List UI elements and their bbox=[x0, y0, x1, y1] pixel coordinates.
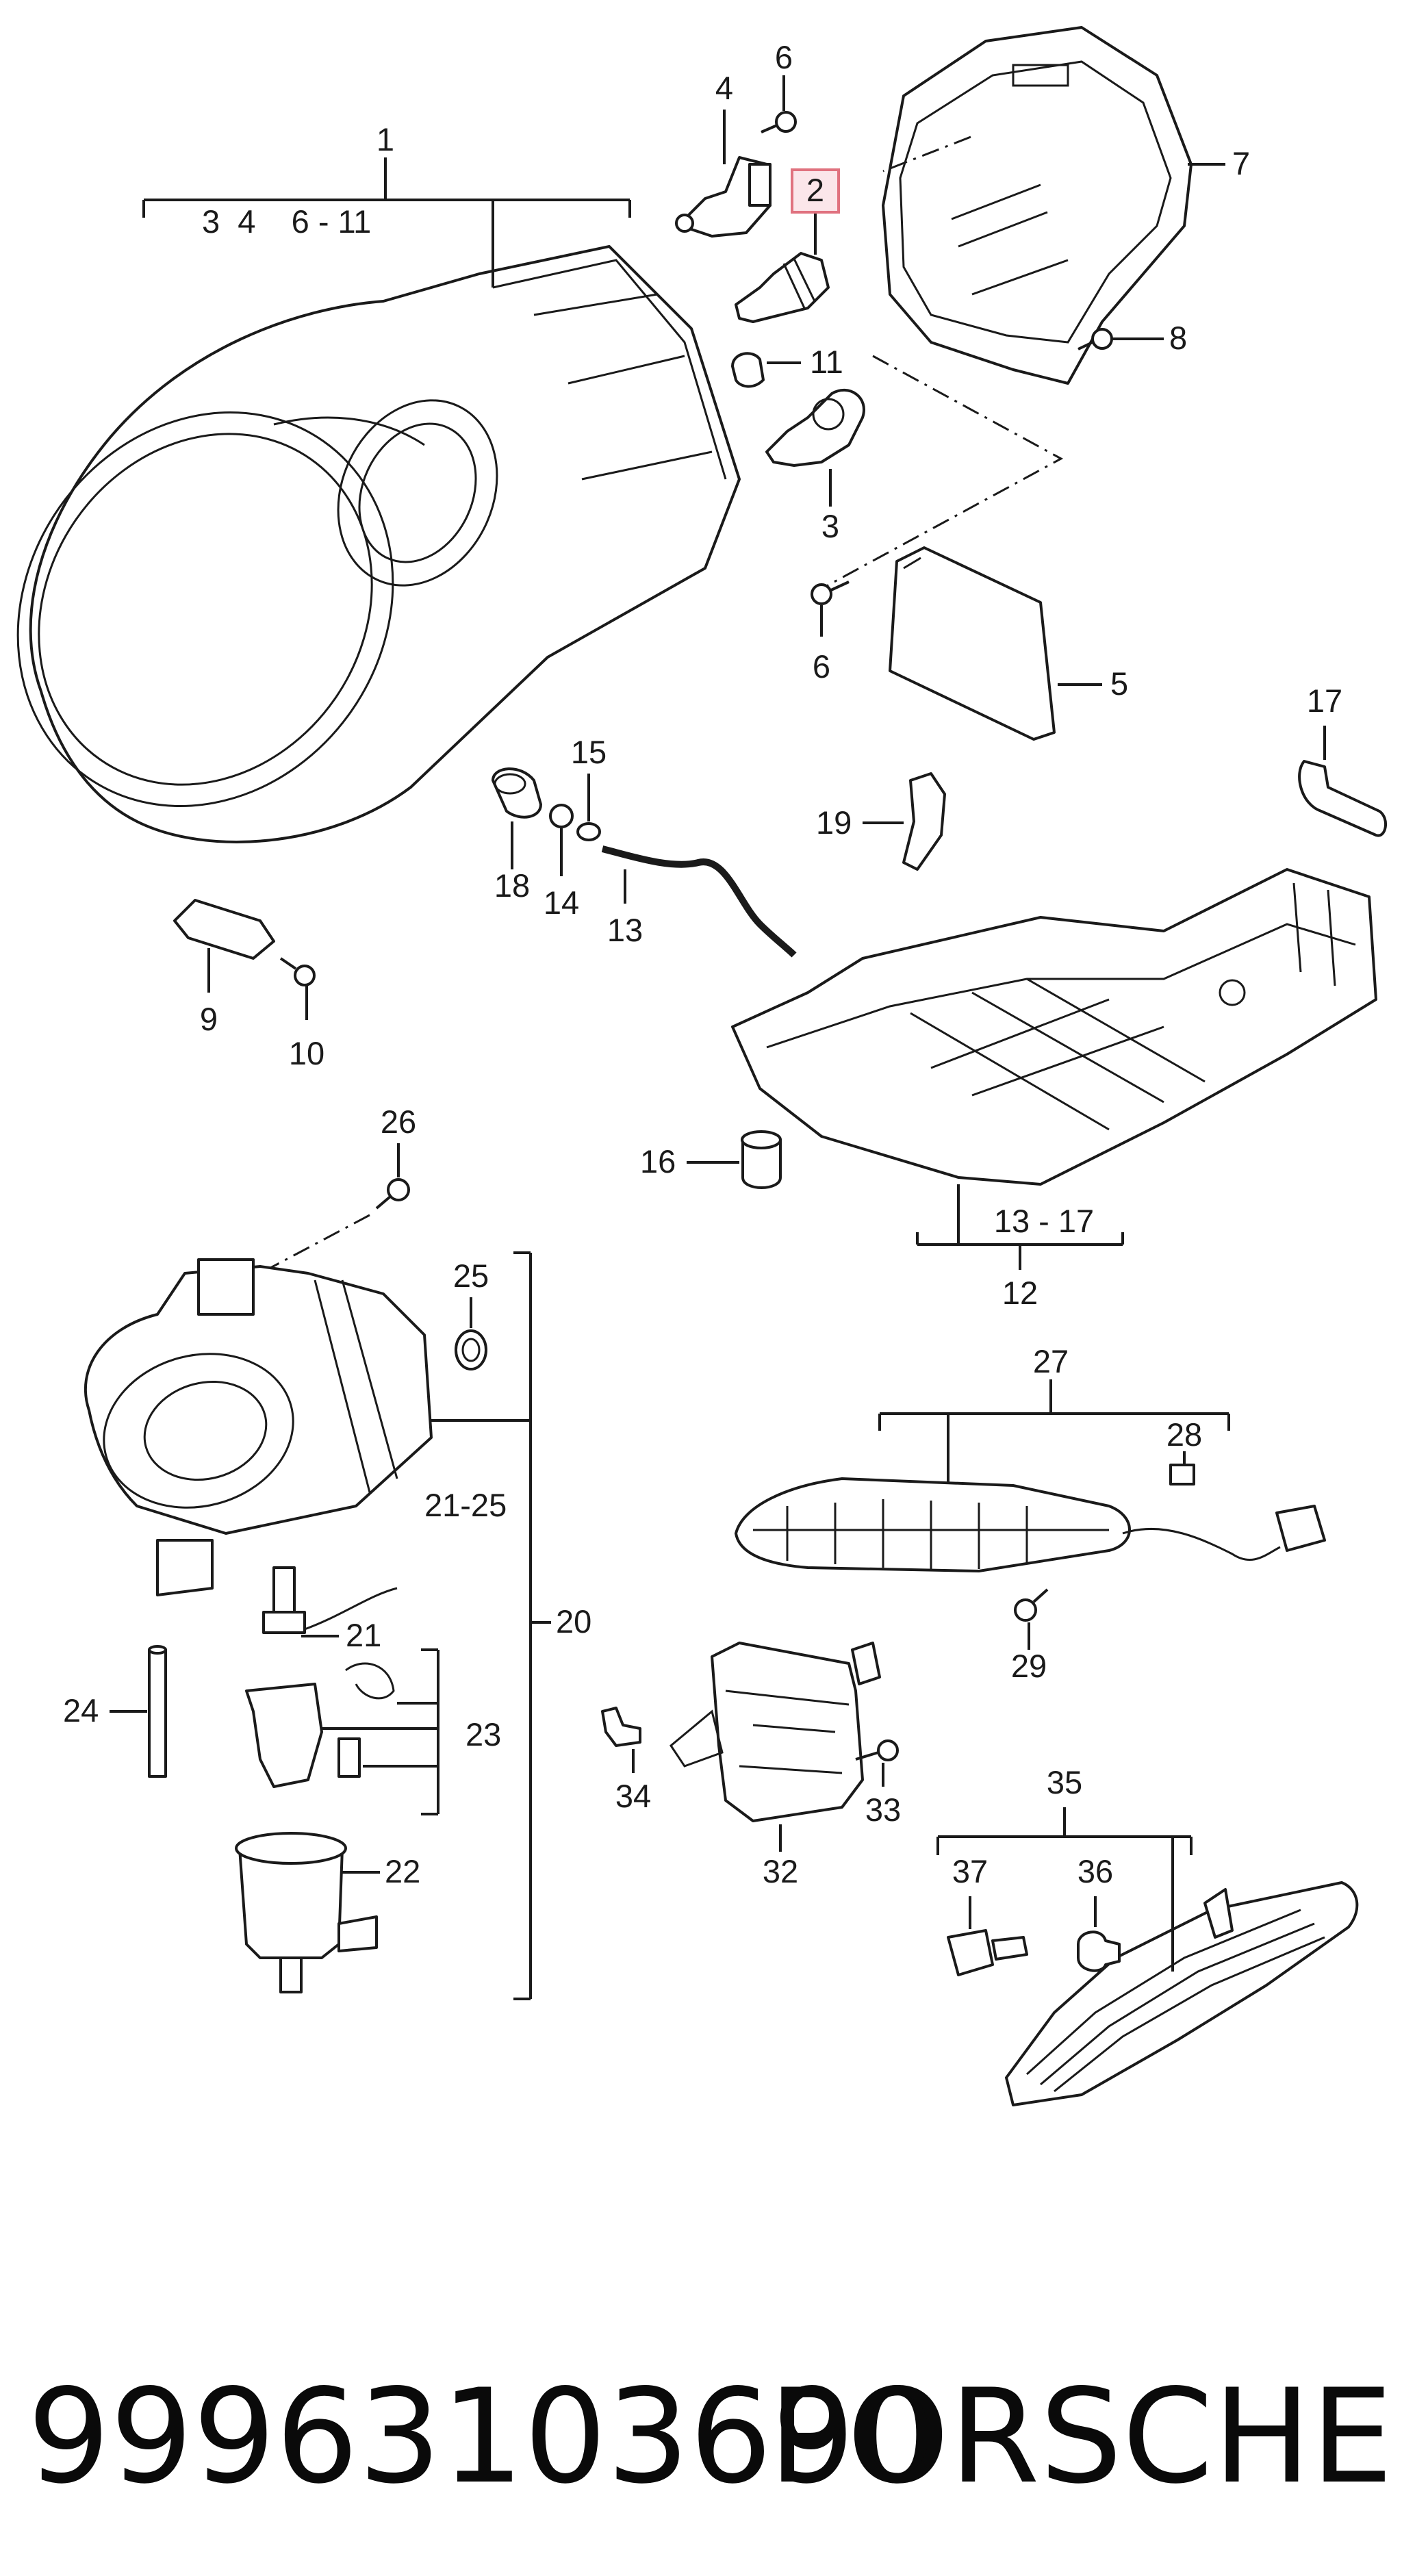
clip-34[interactable] bbox=[601, 1707, 641, 1747]
headlight-housing[interactable] bbox=[0, 245, 741, 880]
callout-21-25: 21-25 bbox=[424, 1487, 507, 1523]
callout-34: 34 bbox=[615, 1778, 651, 1814]
callout-23: 23 bbox=[466, 1716, 501, 1752]
callout-3: 3 bbox=[821, 508, 839, 544]
bulb-36[interactable] bbox=[1077, 1930, 1121, 1972]
callout-13: 13 bbox=[607, 912, 643, 948]
callout-4: 4 bbox=[715, 70, 733, 106]
callout-20-bracket bbox=[513, 1251, 551, 2000]
callout-20: 20 bbox=[556, 1603, 591, 1640]
cover-plate-5[interactable] bbox=[889, 546, 1056, 741]
callout-35: 35 bbox=[1047, 1764, 1082, 1800]
callout-29: 29 bbox=[1011, 1648, 1047, 1684]
callout-27: 27 bbox=[1033, 1343, 1069, 1379]
socket-37[interactable] bbox=[947, 1929, 1028, 1976]
control-unit-32[interactable] bbox=[670, 1642, 881, 1822]
callout-1-range: 3 4 6 - 11 bbox=[202, 203, 371, 240]
callout-33: 33 bbox=[865, 1791, 901, 1828]
callout-27-bracket bbox=[878, 1379, 1230, 1482]
callout-5: 5 bbox=[1110, 665, 1128, 702]
clip-11[interactable] bbox=[731, 352, 765, 388]
callout-14: 14 bbox=[544, 884, 579, 921]
cover-7[interactable] bbox=[882, 26, 1193, 385]
bushing-16[interactable] bbox=[741, 1130, 782, 1189]
callout-1: 1 bbox=[377, 121, 394, 157]
bulb-holder-4[interactable] bbox=[675, 156, 772, 238]
part-number: 99963103690 bbox=[27, 2361, 938, 2512]
callout-32: 32 bbox=[763, 1853, 798, 1889]
side-marker-35[interactable] bbox=[1005, 1881, 1359, 2106]
callout-15: 15 bbox=[571, 734, 607, 770]
assembly-dash-5 bbox=[821, 355, 1064, 590]
callout-25: 25 bbox=[453, 1258, 489, 1294]
callout-35-bracket bbox=[936, 1807, 1193, 1972]
rod-24[interactable] bbox=[148, 1645, 167, 1778]
callout-18: 18 bbox=[494, 867, 530, 904]
callout-8: 8 bbox=[1169, 320, 1187, 356]
drl-27[interactable] bbox=[735, 1477, 1326, 1572]
bulb-21[interactable] bbox=[262, 1566, 398, 1634]
bulb-2[interactable] bbox=[735, 252, 830, 323]
callout-37: 37 bbox=[952, 1853, 988, 1889]
cap-22[interactable] bbox=[235, 1832, 378, 1993]
screw-8[interactable] bbox=[1078, 328, 1113, 350]
callout-24: 24 bbox=[63, 1692, 99, 1729]
callout-9: 9 bbox=[200, 1001, 218, 1037]
callout-36: 36 bbox=[1078, 1853, 1113, 1889]
screw-29[interactable] bbox=[1014, 1588, 1049, 1622]
callout-21: 21 bbox=[346, 1617, 381, 1653]
grommet-18[interactable] bbox=[492, 767, 542, 819]
callout-1-bracket bbox=[142, 157, 631, 288]
callout-6-lower: 6 bbox=[813, 648, 830, 685]
brand-name: PORSCHE bbox=[769, 2361, 1393, 2512]
callout-17: 17 bbox=[1307, 683, 1342, 719]
callout-19: 19 bbox=[816, 804, 852, 841]
assembly-dash-7 bbox=[882, 136, 971, 173]
callout-12-range: 13 - 17 bbox=[994, 1203, 1094, 1239]
callout-12-bracket bbox=[916, 1184, 1124, 1270]
carrier-12[interactable] bbox=[731, 868, 1377, 1186]
callout-2: 2 bbox=[806, 172, 824, 208]
callout-7: 7 bbox=[1232, 145, 1250, 181]
cap-14[interactable] bbox=[549, 804, 574, 828]
nut-28[interactable] bbox=[1169, 1464, 1195, 1485]
cap-9[interactable] bbox=[173, 899, 275, 960]
bracket-19[interactable] bbox=[902, 772, 946, 871]
callout-12: 12 bbox=[1002, 1275, 1038, 1311]
callout-6-top: 6 bbox=[775, 39, 793, 75]
hose-13[interactable] bbox=[601, 845, 797, 958]
callout-23-bracket bbox=[322, 1648, 439, 1815]
clip-17[interactable] bbox=[1298, 760, 1388, 837]
callout-26: 26 bbox=[381, 1104, 416, 1140]
fog-light-housing[interactable] bbox=[84, 1258, 433, 1596]
screw-10[interactable] bbox=[279, 957, 316, 986]
screw-6-lower[interactable] bbox=[811, 581, 850, 605]
bulb-3[interactable] bbox=[765, 389, 865, 467]
callout-11: 11 bbox=[810, 344, 843, 380]
callout-2-highlight bbox=[791, 168, 840, 214]
screw-6-top[interactable] bbox=[761, 111, 797, 133]
callout-16: 16 bbox=[640, 1143, 676, 1179]
washer-15[interactable] bbox=[576, 822, 601, 841]
assembly-dash-26 bbox=[259, 1214, 370, 1275]
callout-28: 28 bbox=[1167, 1416, 1202, 1453]
clip-25[interactable] bbox=[455, 1329, 487, 1370]
socket-23[interactable] bbox=[245, 1662, 395, 1788]
callout-10: 10 bbox=[289, 1035, 324, 1071]
callout-22: 22 bbox=[385, 1853, 420, 1889]
screw-33[interactable] bbox=[855, 1739, 899, 1761]
screw-26[interactable] bbox=[375, 1178, 410, 1210]
